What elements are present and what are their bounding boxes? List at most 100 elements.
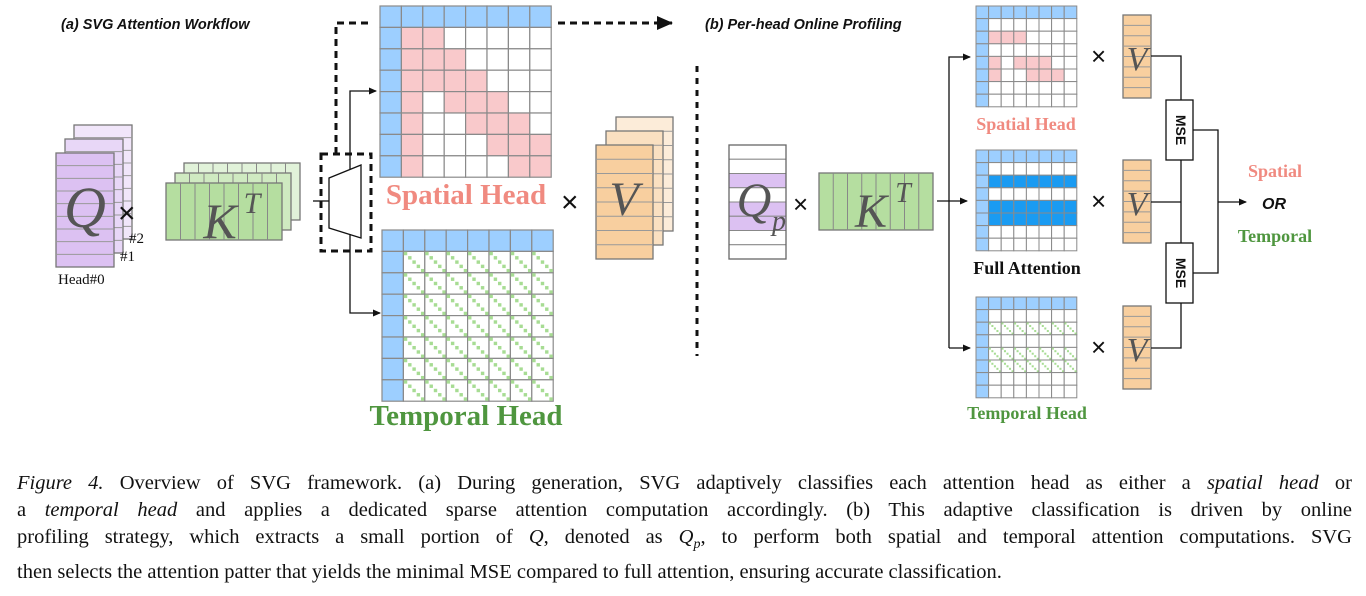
small-temporal-cell-diag-dot [1019, 352, 1022, 355]
temporal-cell-diag-dot [403, 316, 408, 320]
temporal-cell-diag-dot [455, 303, 459, 307]
small-temporal-cell-diag-dot [1014, 347, 1017, 350]
temporal-cell-diag-dot [408, 384, 412, 388]
spatial-cell-cell-5-7 [529, 112, 552, 135]
temporal-cell-diag-dot [536, 363, 540, 367]
small-temporal-cell-cell-1-7 [1063, 309, 1078, 323]
small-spatial-cell-cell-1-4 [1025, 18, 1040, 32]
small-temporal-cell-diag-dot [1003, 324, 1006, 327]
small-temporal-cell-diag-dot [1021, 367, 1024, 370]
mse-connectors [1151, 55, 1247, 349]
temporal-cell-diag-dot [416, 286, 421, 290]
spatial-cell-cell-3-7 [529, 69, 552, 93]
small-temporal-cell-diag-dot [1064, 347, 1067, 350]
small-spatial-cell-cell-2-1 [988, 30, 1002, 45]
full-attn-cell-cell-5-2 [1000, 212, 1015, 227]
small-temporal-cell-cell-3-1 [988, 334, 1002, 348]
spatial-cell-cell-2-0 [379, 48, 402, 71]
temporal-cell-diag-dot [489, 316, 493, 320]
temporal-cell-diag-dot [476, 260, 481, 264]
temporal-cell-diag-dot [489, 251, 493, 256]
temporal-cell-diag-dot [480, 371, 485, 376]
temporal-cell-diag-dot [420, 268, 425, 273]
small-spatial-cell-cell-2-5 [1038, 30, 1053, 45]
qp-subscript: p [770, 206, 786, 237]
small-temporal-cell-cell-6-7 [1063, 372, 1078, 386]
full-attn-cell-cell-4-6 [1051, 199, 1065, 214]
caption-line: profiling strategy, which extracts a sma… [17, 524, 1352, 558]
temporal-cell-diag-dot [433, 260, 438, 264]
spatial-cell-cell-5-1 [400, 112, 424, 135]
temporal-cell-diag-dot [450, 277, 455, 281]
temporal-cell-diag-dot [510, 273, 515, 277]
temporal-cell-diag-dot [502, 393, 506, 397]
small-spatial-cell-cell-0-6 [1051, 5, 1065, 20]
spatial-cell-cell-4-7 [529, 90, 552, 114]
full-attn-cell-cell-1-4 [1025, 162, 1040, 176]
small-temporal-cell-diag-dot [1041, 362, 1044, 365]
small-spatial-cell-cell-4-2 [1000, 55, 1015, 70]
temporal-cell-diag-dot [468, 337, 472, 341]
temporal-cell-diag-dot [438, 307, 442, 311]
temporal-cell-diag-dot [523, 286, 528, 290]
small-temporal-cell-diag-dot [1011, 357, 1014, 360]
temporal-cell-diag-dot [463, 290, 468, 294]
full-attn-cell-cell-0-7 [1063, 149, 1078, 164]
small-temporal-cell-diag-dot [1072, 355, 1075, 358]
spatial-cell-cell-2-1 [400, 48, 424, 71]
temporal-cell-diag-dot [493, 320, 498, 324]
spatial-cell-cell-3-4 [465, 69, 488, 93]
small-temporal-cell-cell-1-2 [1000, 309, 1015, 323]
caption-emphasis: spatial head [1206, 472, 1319, 494]
temporal-cell-diag-dot [510, 316, 515, 320]
spatial-cell-cell-2-6 [507, 48, 531, 71]
temporal-cell-diag-dot [416, 307, 421, 311]
small-temporal-cell-diag-dot [991, 362, 994, 365]
temporal-cell-diag-dot [515, 298, 519, 303]
temporal-cell-diag-dot [515, 320, 519, 324]
temporal-cell-diag-dot [493, 363, 498, 367]
temporal-cell-diag-dot [549, 311, 553, 316]
temporal-cell-diag-dot [472, 256, 476, 260]
spatial-cell-cell-4-1 [400, 90, 424, 114]
small-temporal-cell-cell-7-6 [1051, 384, 1065, 399]
small-spatial-cell-cell-6-0 [975, 81, 990, 95]
value-matrix-stack: V [595, 116, 674, 260]
temporal-cell-diag-dot [489, 380, 493, 384]
temporal-cell-diag-dot [416, 328, 421, 333]
temporal-cell-diag-dot [420, 290, 425, 294]
temporal-cell-diag-dot [412, 388, 416, 393]
small-value-matrices: VVV [1122, 14, 1152, 390]
small-spatial-head-matrix [975, 5, 1078, 108]
temporal-cell-diag-dot [476, 367, 481, 371]
small-temporal-cell-diag-dot [1016, 362, 1019, 365]
temporal-cell-diag-dot [459, 286, 463, 290]
full-attn-cell-cell-2-0 [975, 174, 990, 189]
small-temporal-cell-diag-dot [1031, 365, 1034, 368]
small-temporal-cell-cell-3-7 [1063, 334, 1078, 348]
temporal-cell-diag-dot [463, 333, 468, 337]
small-temporal-cell-diag-dot [991, 324, 994, 327]
small-spatial-cell-cell-2-7 [1063, 30, 1078, 45]
full-attn-cell-cell-4-2 [1000, 199, 1015, 214]
spatial-cell-cell-0-5 [486, 5, 509, 28]
temporal-cell-diag-dot [450, 384, 455, 388]
temporal-cell-diag-dot [532, 251, 536, 256]
temporal-cell-diag-dot [468, 273, 472, 277]
full-attn-cell-cell-6-7 [1063, 225, 1078, 239]
temporal-cell-diag-dot [416, 264, 421, 269]
temporal-cell-diag-dot [425, 294, 429, 299]
full-attn-cell-cell-3-7 [1063, 187, 1078, 201]
temporal-cell-diag-dot [489, 358, 493, 363]
small-spatial-cell-cell-0-2 [1000, 5, 1015, 20]
k-symbol: K [202, 193, 239, 249]
multiply-sign-b1: × [1091, 41, 1106, 71]
small-temporal-cell-diag-dot [1036, 370, 1039, 373]
spatial-cell-cell-5-2 [422, 112, 445, 135]
temporal-cell-diag-dot [412, 324, 416, 329]
temporal-cell-diag-dot [536, 384, 540, 388]
temporal-cell-diag-dot [412, 281, 416, 286]
head-label-2: #2 [129, 231, 144, 247]
temporal-cell-diag-dot [497, 388, 502, 393]
temporal-cell-diag-dot [459, 307, 463, 311]
